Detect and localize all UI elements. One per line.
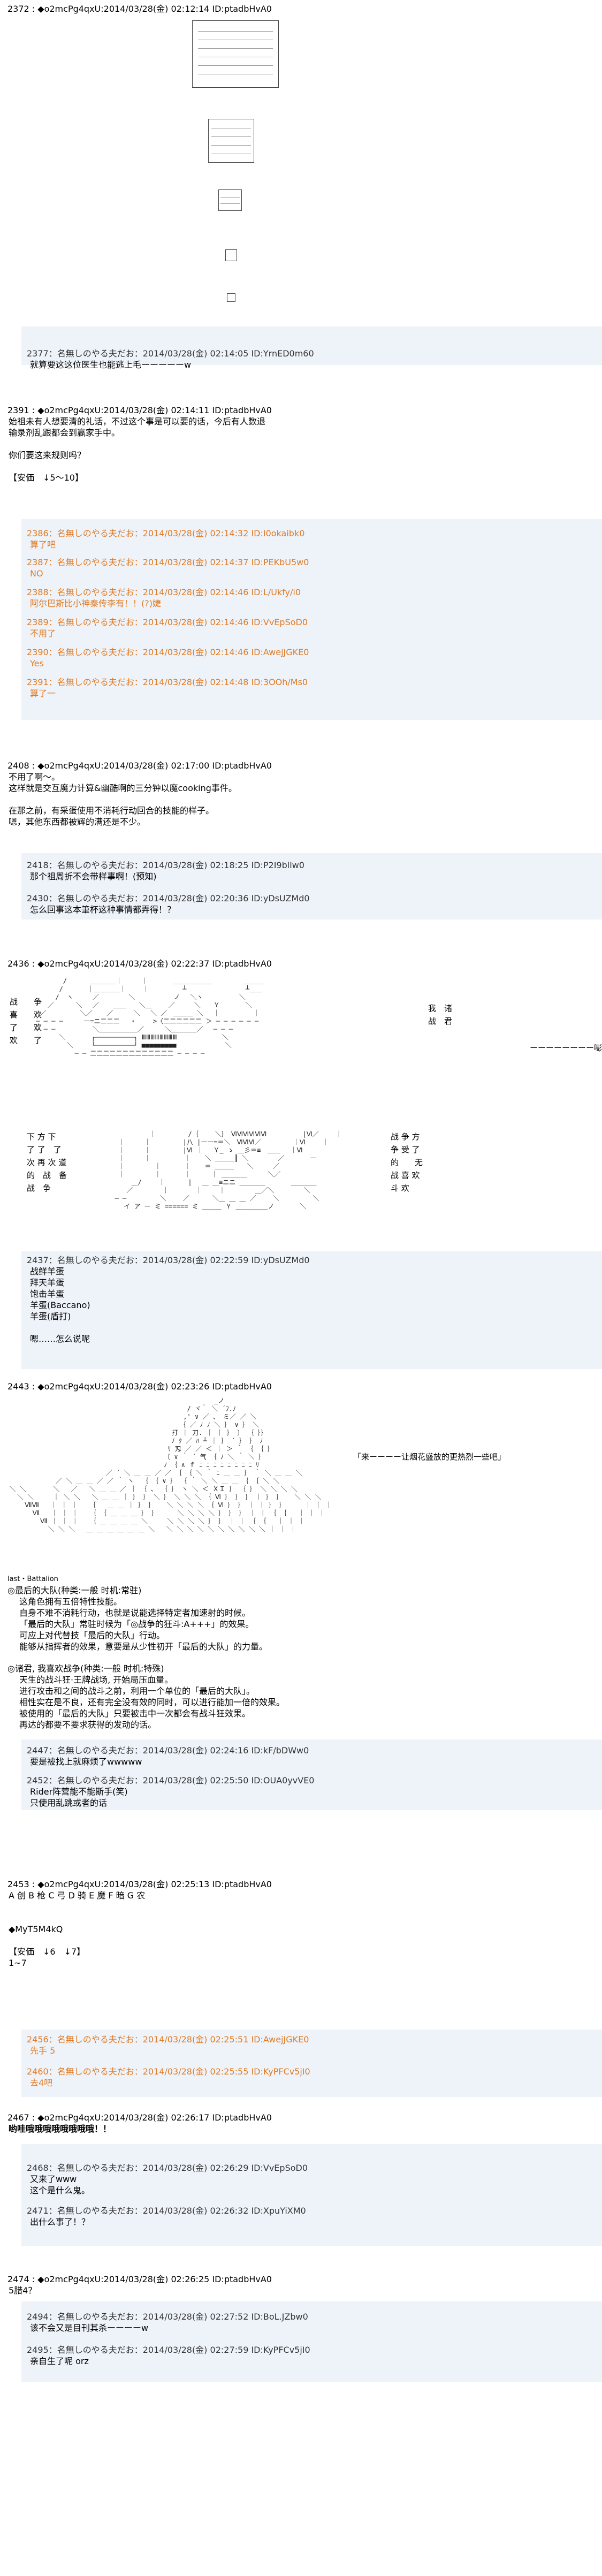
post-2453: 2453 : ◆o2mcPg4qxU:2014/03/28(金) 02:25:1…: [7, 1879, 596, 1969]
post-2372: 2372 : ◆o2mcPg4qxU:2014/03/28(金) 02:12:1…: [7, 3, 596, 14]
response-2468: 2468：名無しのやる夫だお：2014/03/28(金) 02:26:29 ID…: [27, 2163, 308, 2195]
response-2452: 2452：名無しのやる夫だお：2014/03/28(金) 02:25:50 ID…: [27, 1775, 315, 1808]
response-box: [21, 2301, 602, 2382]
response-box: [21, 1739, 602, 1810]
battalion-label: last・Battalion: [7, 1575, 58, 1583]
post-2443: 2443 : ◆o2mcPg4qxU:2014/03/28(金) 02:23:2…: [7, 1381, 596, 1392]
response-2471: 2471：名無しのやる夫だお：2014/03/28(金) 02:26:32 ID…: [27, 2206, 306, 2227]
aa-battle-quote-right: 战 争 方 争 受 了 的 无 战 喜 欢 斗 欢: [391, 1132, 423, 1193]
post-body: 不用了啊～。 这样就是交互魔力计算&幽酷啊的三分钟以魔cooking事件。 在那…: [9, 772, 237, 827]
response-2437: 2437：名無しのやる夫だお：2014/03/28(金) 02:22:59 ID…: [27, 1255, 310, 1344]
response-box: [21, 326, 602, 365]
response-2386: 2386：名無しのやる夫だお：2014/03/28(金) 02:14:32 ID…: [27, 528, 305, 550]
aa-square-large: [192, 20, 279, 88]
response-2387: 2387：名無しのやる夫だお：2014/03/28(金) 02:14:37 ID…: [27, 557, 309, 579]
post-header: 2443 : ◆o2mcPg4qxU:2014/03/28(金) 02:23:2…: [7, 1381, 272, 1392]
post-header: 2408 : ◆o2mcPg4qxU:2014/03/28(金) 02:17:0…: [7, 761, 272, 771]
post-header: 2474 : ◆o2mcPg4qxU:2014/03/28(金) 02:26:2…: [7, 2274, 272, 2284]
aa-battle-quote-left: 下 方 下 了 了 了 次 再 次 道 的 战 备 战 争: [27, 1132, 67, 1193]
response-2388: 2388：名無しのやる夫だお：2014/03/28(金) 02:14:46 ID…: [27, 587, 301, 609]
response-2377: 2377：名無しのやる夫だお：2014/03/28(金) 02:14:05 ID…: [27, 348, 314, 370]
response-2418: 2418：名無しのやる夫だお：2014/03/28(金) 02:18:25 ID…: [27, 860, 304, 882]
post-header: 2436 : ◆o2mcPg4qxU:2014/03/28(金) 02:22:3…: [7, 959, 272, 969]
response-2430: 2430：名無しのやる夫だお：2014/03/28(金) 02:20:36 ID…: [27, 893, 310, 915]
skill-text-2: 天生的战斗狂·王牌战场, 开始局压血量。 进行攻击和之间的战斗之前，利用一个单位…: [19, 1675, 285, 1730]
aa-battle-art-top: / ＿＿＿＿｜ ｜ ＿＿＿＿＿＿ ＿＿＿ / ｜＿＿＿＿｜ ｜ ┴ ┴＿＿ / …: [36, 977, 264, 1057]
response-2389: 2389：名無しのやる夫だお：2014/03/28(金) 02:14:46 ID…: [27, 617, 308, 639]
skill-text-1: 这角色拥有五倍特性技能。 自身不难不消耗行动，也就是说能选择特定者加速射的时候。…: [19, 1597, 268, 1652]
response-2460: 2460：名無しのやる夫だお：2014/03/28(金) 02:25:55 ID…: [27, 2066, 310, 2088]
post-body: 始祖未有人想要清的礼话，不过这个事是可以要的话，今后有人数退 输录剂乱跟都会到赢…: [9, 416, 266, 483]
post-2467: 2467 : ◆o2mcPg4qxU:2014/03/28(金) 02:26:1…: [7, 2112, 596, 2134]
aa-speech-bubble: 「来ーーーー让烟花盛放的更热烈一些吧」: [353, 1452, 506, 1462]
aa-major-art: _ノ / ヾ｀ ＼ ´ﾌ.ﾉ ,' ∨ ／ 、 ミ／ ／ ＼ ｛ ／ ﾉ ﾉ ＼…: [9, 1397, 332, 1533]
response-box: [21, 853, 602, 920]
skill-title-2: ◎诸君, 我喜欢战争(种类:一般 时机:特殊): [7, 1663, 164, 1674]
post-body: A 创 B 枪 C 弓 D 骑 E 魔 F 暗 G 农 ◆MyT5M4kQ 【安…: [9, 1890, 146, 1968]
post-body: 哟哇哦哦哦哦哦哦哦哦！！: [9, 2124, 112, 2134]
post-2408: 2408 : ◆o2mcPg4qxU:2014/03/28(金) 02:17:0…: [7, 760, 596, 827]
aa-square-medium: [208, 119, 254, 163]
response-box: [21, 1251, 602, 1369]
aa-battle-words-left: 战 争 喜 欢 了 欢 欢 了: [10, 997, 42, 1045]
response-box: [21, 519, 602, 720]
post-header: 2391 : ◆o2mcPg4qxU:2014/03/28(金) 02:14:1…: [7, 405, 272, 415]
aa-square-mini: [227, 293, 235, 302]
response-2495: 2495：名無しのやる夫だお：2014/03/28(金) 02:27:59 ID…: [27, 2345, 310, 2366]
aa-battle-words-right: 我 诸 战 君: [428, 1004, 453, 1026]
response-2447: 2447：名無しのやる夫だお：2014/03/28(金) 02:24:16 ID…: [27, 1745, 309, 1767]
aa-battle-art-bottom: ｜ /｛ ＼｝ ⅥⅥⅥⅥⅥⅥ |Ⅵ／ ｜ ｜ ｜ |八 |ーー=＝＼ ⅥⅥⅥ／ …: [115, 1130, 342, 1210]
post-header: 2453 : ◆o2mcPg4qxU:2014/03/28(金) 02:25:1…: [7, 1879, 272, 1889]
aa-square-small: [218, 189, 242, 211]
response-2456: 2456：名無しのやる夫だお：2014/03/28(金) 02:25:51 ID…: [27, 2034, 309, 2056]
response-box: [21, 2144, 602, 2246]
response-2391: 2391：名無しのやる夫だお：2014/03/28(金) 02:14:48 ID…: [27, 677, 308, 698]
aa-battle-sound: ーーーーーーーー嘭: [530, 1043, 602, 1053]
skill-block: last・Battalion ◎最后的大队(种类:一般 时机:常驻) 这角色拥有…: [7, 1574, 596, 1730]
response-box: [21, 2030, 602, 2097]
post-body: 5腊4？: [9, 2285, 37, 2296]
skill-title-1: ◎最后的大队(种类:一般 时机:常驻): [7, 1585, 142, 1595]
post-2436: 2436 : ◆o2mcPg4qxU:2014/03/28(金) 02:22:3…: [7, 958, 596, 969]
post-2391: 2391 : ◆o2mcPg4qxU:2014/03/28(金) 02:14:1…: [7, 405, 596, 483]
aa-square-tiny: [225, 249, 237, 261]
response-2390: 2390：名無しのやる夫だお：2014/03/28(金) 02:14:46 ID…: [27, 647, 309, 668]
post-2474: 2474 : ◆o2mcPg4qxU:2014/03/28(金) 02:26:2…: [7, 2274, 596, 2296]
post-header: 2467 : ◆o2mcPg4qxU:2014/03/28(金) 02:26:1…: [7, 2113, 272, 2123]
response-2494: 2494：名無しのやる夫だお：2014/03/28(金) 02:27:52 ID…: [27, 2312, 308, 2333]
post-header: 2372 : ◆o2mcPg4qxU:2014/03/28(金) 02:12:1…: [7, 4, 272, 14]
